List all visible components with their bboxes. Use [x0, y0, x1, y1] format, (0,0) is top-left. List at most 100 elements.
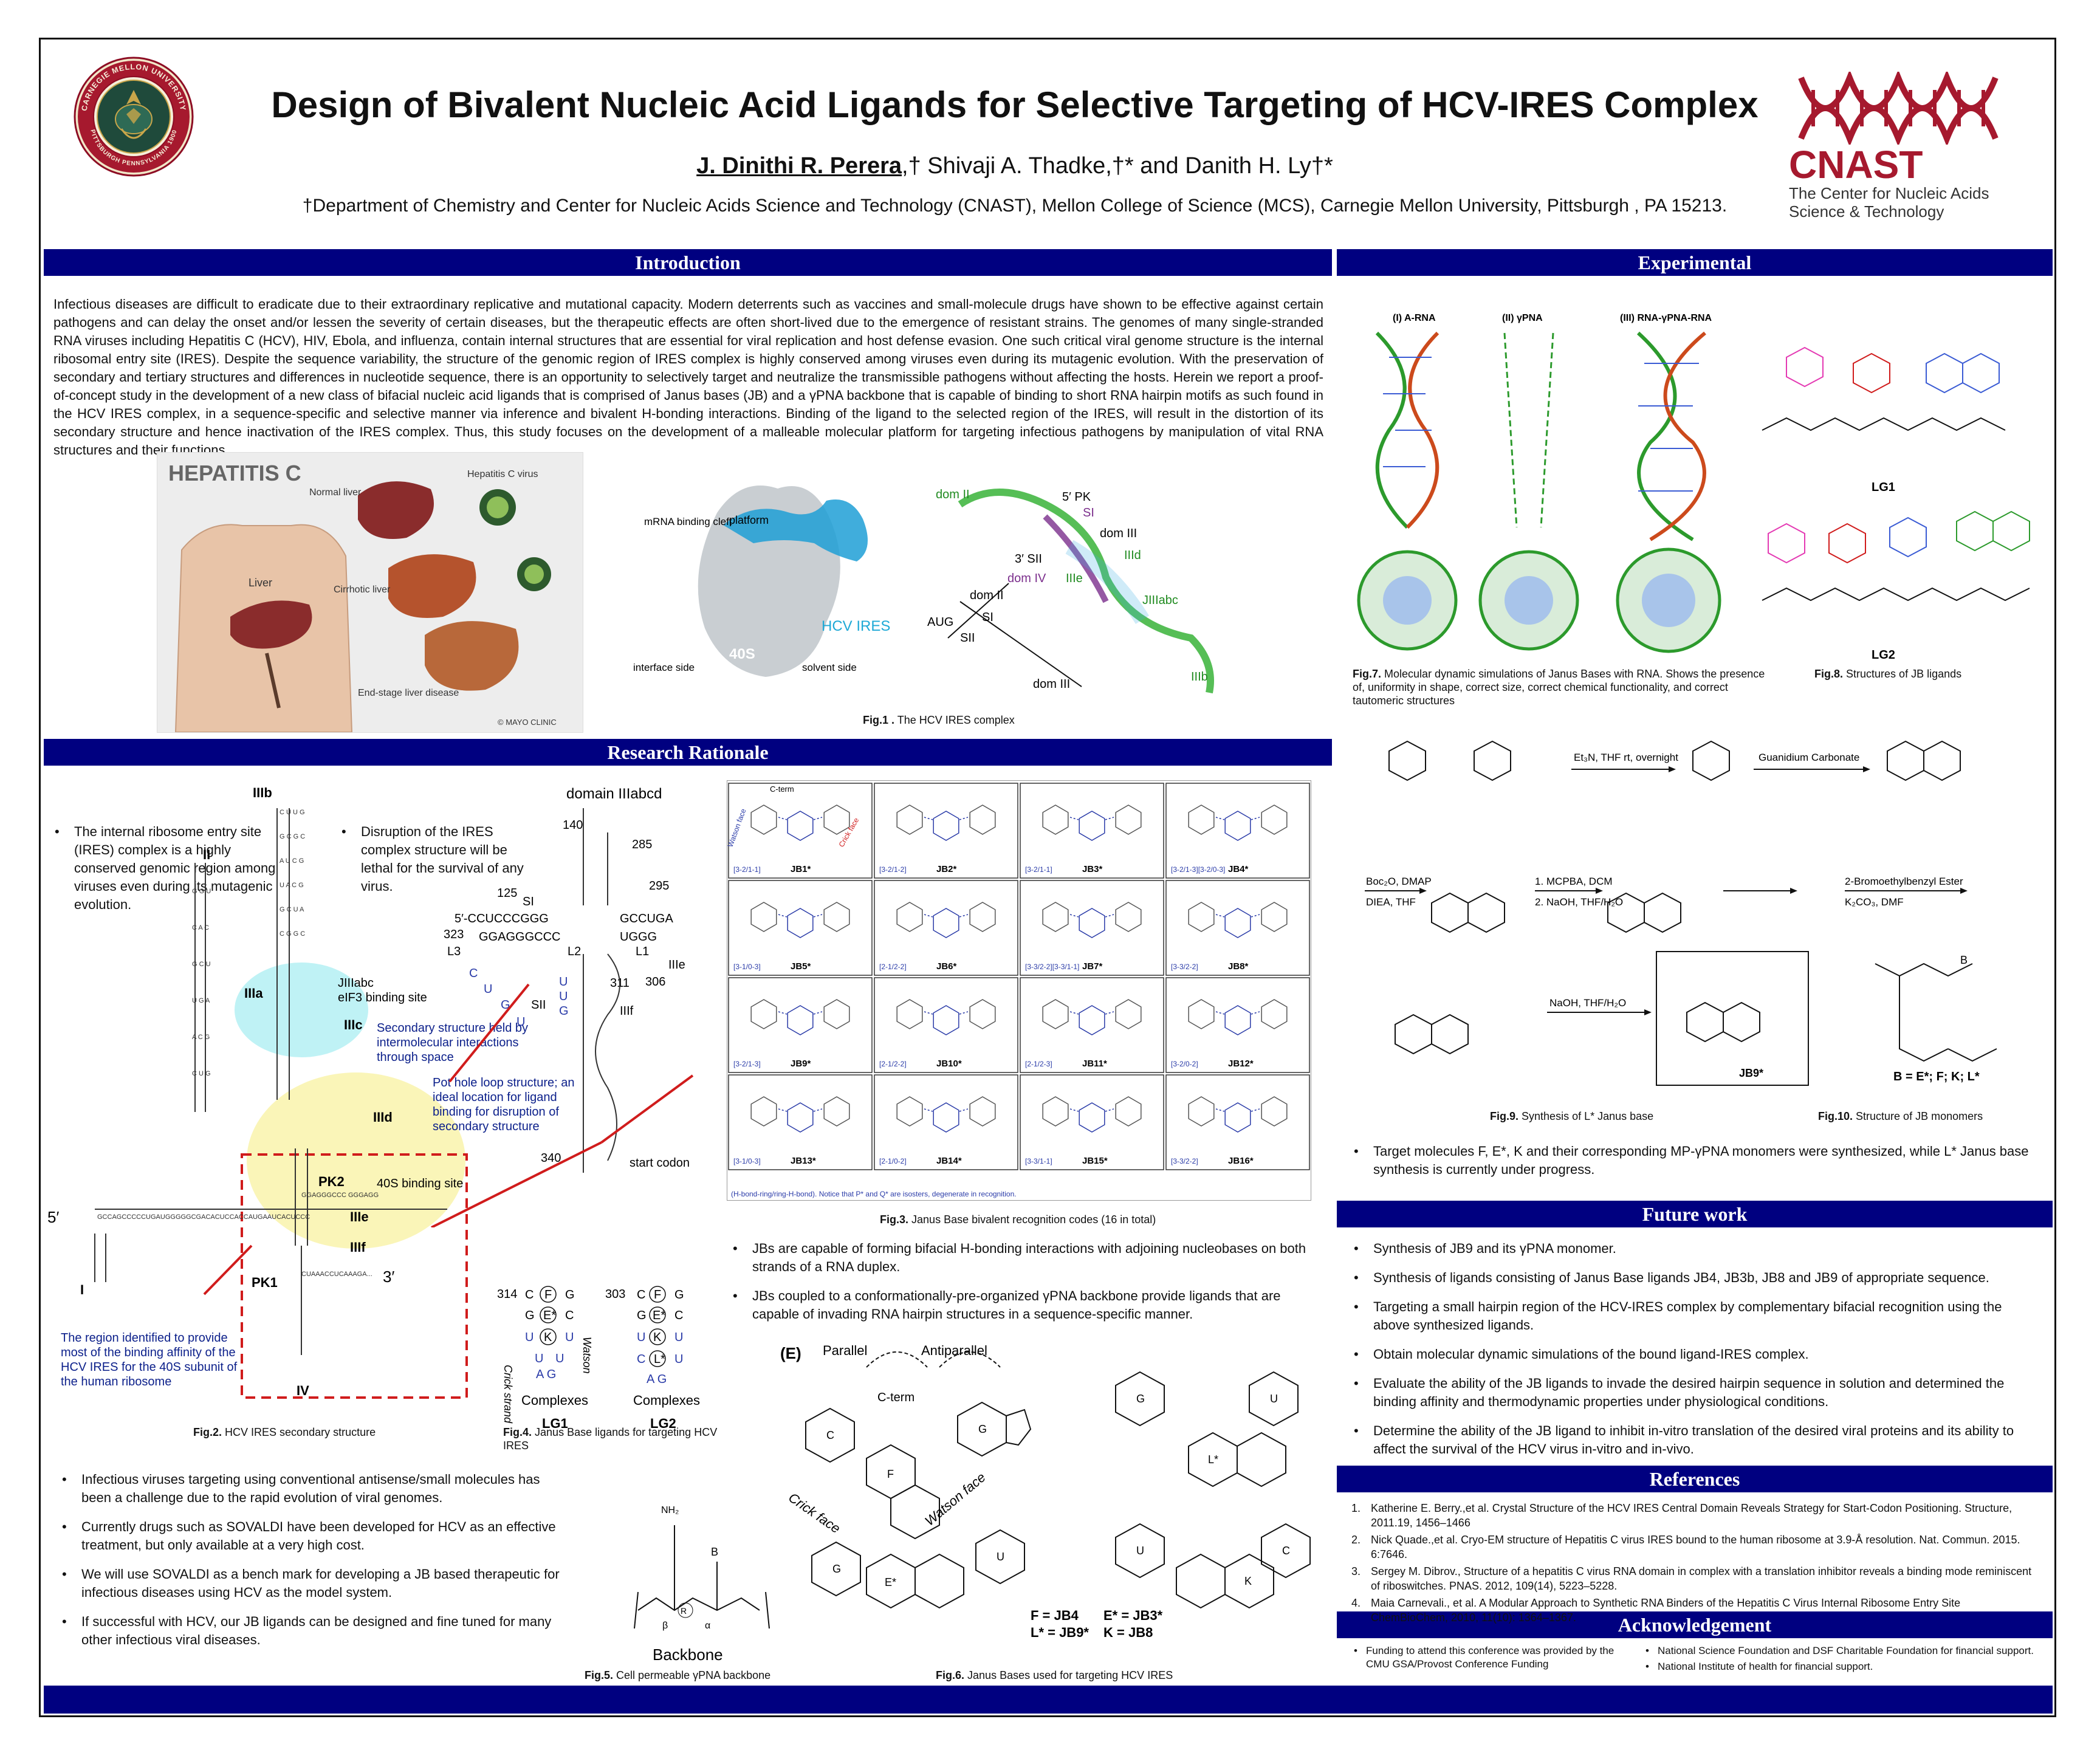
svg-text:L*: L* [1208, 1453, 1218, 1466]
janus-code: [3-3/2-2] [1171, 1157, 1198, 1165]
introduction-header: Introduction [44, 249, 1332, 276]
janus-cell: [3-1/0-3] JB13* [728, 1074, 873, 1170]
janus-cell: [3-3/2-2][3-3/1-1]JB7* [1020, 880, 1164, 976]
janus-code: [3-2/1-3] [733, 1060, 761, 1068]
svg-text:U: U [1136, 1545, 1144, 1557]
mrna-cleft-label: mRNA binding cleft [644, 516, 732, 527]
reference-2: 2.Nick Quade.,et al. Cryo-EM structure o… [1351, 1534, 2020, 1560]
ires-domain-figure: dom II 5′ PK SI dom III IIId 3′ SII dom … [924, 480, 1240, 711]
svg-text:U: U [484, 983, 492, 996]
label-iv: IV [297, 1383, 309, 1398]
janus-cell: [3-2/1-1]JB1* [728, 783, 873, 879]
janus-name: JB2* [936, 864, 957, 874]
aug-label: AUG [927, 616, 953, 629]
panel2-label: (II) γPNA [1502, 313, 1543, 323]
hcv-virus-label: Hepatitis C virus [467, 469, 538, 479]
dom3b-label: dom III [1033, 678, 1070, 691]
solvent-label: solvent side [802, 662, 857, 673]
future-item-3: Targeting a small hairpin region of the … [1348, 1298, 2034, 1334]
parallel-label: Parallel [823, 1343, 867, 1358]
future-item-6: Determine the ability of the JB ligand t… [1348, 1422, 2034, 1458]
cnast-line2: Science & Technology [1789, 202, 1944, 221]
domain-iiiabcd-figure: domain IIIabcd 140 285 125 295 323 306 3… [425, 784, 711, 1185]
rationale-bullet-2: Disruption of the IRES complex structure… [335, 823, 542, 896]
janus-cell: [3-2/1-2]JB2* [874, 783, 1018, 879]
seq-top: 5′-CCUCCCGGG [455, 912, 549, 925]
svg-text:U: U [559, 990, 568, 1003]
reagent-6: NaOH, THF/H₂O [1549, 997, 1626, 1009]
fig2-caption: Fig.2. HCV IRES secondary structure [193, 1426, 376, 1438]
svg-text:G: G [674, 1288, 684, 1302]
fig8-caption: Fig.8. Structures of JB ligands [1814, 668, 1962, 680]
svg-text:L*: L* [654, 1353, 665, 1366]
label-iiid: IIId [373, 1110, 393, 1125]
si-label: SI [1083, 506, 1094, 520]
poster-affiliation: †Department of Chemistry and Center for … [302, 196, 1728, 216]
janus-bullet-2: JBs coupled to a conformationally-pre-or… [727, 1287, 1310, 1323]
svg-text:B: B [711, 1546, 718, 1558]
svg-text:K: K [653, 1331, 662, 1344]
num-295: 295 [649, 879, 669, 893]
rationale-bottom-bullet-2: Currently drugs such as SOVALDI have bee… [56, 1518, 560, 1554]
janus-name: JB14* [936, 1156, 962, 1166]
jb9-label: JB9* [1739, 1067, 1763, 1079]
reagent-5: 2-Bromoethylbenzyl Ester [1845, 876, 1963, 887]
svg-text:β: β [662, 1621, 668, 1631]
acknowledgement-header: Acknowledgement [1337, 1611, 2053, 1638]
rationale-bottom-bullet-4: If successful with HCV, our JB ligands c… [56, 1613, 560, 1649]
num-303: 303 [605, 1288, 625, 1301]
rationale-bullets-b: Disruption of the IRES complex structure… [335, 823, 542, 907]
rationale-header: Research Rationale [44, 739, 1332, 766]
svg-text:G: G [637, 1309, 647, 1322]
label-iiic: IIIc [344, 1017, 363, 1032]
janus-code: [2-1/2-2] [879, 1060, 907, 1068]
svg-text:A G: A G [647, 1373, 667, 1386]
svg-text:U: U [997, 1551, 1004, 1563]
fig4-caption: Fig.4. Janus Base ligands for targeting … [503, 1426, 718, 1452]
eq-f: F = JB4 [1031, 1608, 1079, 1623]
svg-text:U: U [565, 1331, 574, 1344]
svg-text:G: G [525, 1309, 535, 1322]
panel3-label: (III) RNA-γPNA-RNA [1620, 313, 1712, 323]
svg-text:C U U G: C U U G [280, 809, 305, 816]
svg-text:U: U [637, 1331, 645, 1344]
fig3-caption: Fig.3. Janus Base bivalent recognition c… [880, 1213, 1156, 1226]
svg-text:U A C G: U A C G [280, 882, 304, 889]
svg-text:G C U: G C U [192, 961, 211, 968]
janus-cell: [2-1/2-3]JB11* [1020, 977, 1164, 1073]
fig1-caption: Fig.1 . The HCV IRES complex [863, 714, 1015, 726]
hcv-ires-label: HCV IRES [822, 618, 890, 634]
janus-cell: [3-3/2-2]JB8* [1165, 880, 1310, 976]
svg-text:U: U [559, 975, 568, 989]
label-iiia: IIIa [244, 986, 263, 1001]
janus-name: JB5* [791, 961, 811, 972]
janus-name: JB1* [791, 864, 811, 874]
janus-name: JB13* [791, 1156, 816, 1166]
janus-name: JB16* [1228, 1156, 1254, 1166]
iiie-label: IIIe [1066, 572, 1083, 585]
janus-code: [3-1/0-3] [733, 1157, 761, 1165]
ack-nih: National Institute of health for financi… [1641, 1660, 2042, 1673]
lg2-label: LG2 [650, 1416, 676, 1431]
fig5-caption: Fig.5. Cell permeable γPNA backbone [585, 1669, 771, 1681]
svg-text:C: C [637, 1288, 645, 1302]
cmu-seal-logo: CARNEGIE MELLON UNIVERSITY PITTSBURGH PE… [73, 56, 194, 177]
janus-cell: [2-1/0-2]JB14* [874, 1074, 1018, 1170]
janus-name: JB8* [1228, 961, 1249, 972]
label-ii: II [203, 847, 210, 862]
md-simulation-figure: (I) A-RNA (II) γPNA (III) RNA-γPNA-RNA [1353, 309, 1778, 661]
svg-text:A C G: A C G [192, 1034, 210, 1041]
svg-text:U: U [516, 1015, 525, 1029]
svg-text:α: α [705, 1621, 710, 1631]
crick-strand-label: Crick strand [502, 1365, 514, 1424]
janus-code: [3-2/1-1] [1025, 865, 1052, 874]
svg-text:G: G [565, 1288, 575, 1302]
svg-text:U: U [535, 1352, 543, 1365]
reference-4: 4.Maia Carnevali., et al. A Modular Appr… [1351, 1597, 1961, 1624]
svg-text:C A C: C A C [192, 924, 209, 932]
svg-text:G G U: G G U [192, 888, 211, 895]
label-iiie: IIIe [350, 1209, 369, 1224]
janus-bullets: JBs are capable of forming bifacial H-bo… [727, 1240, 1310, 1334]
svg-text:C: C [637, 1353, 645, 1366]
